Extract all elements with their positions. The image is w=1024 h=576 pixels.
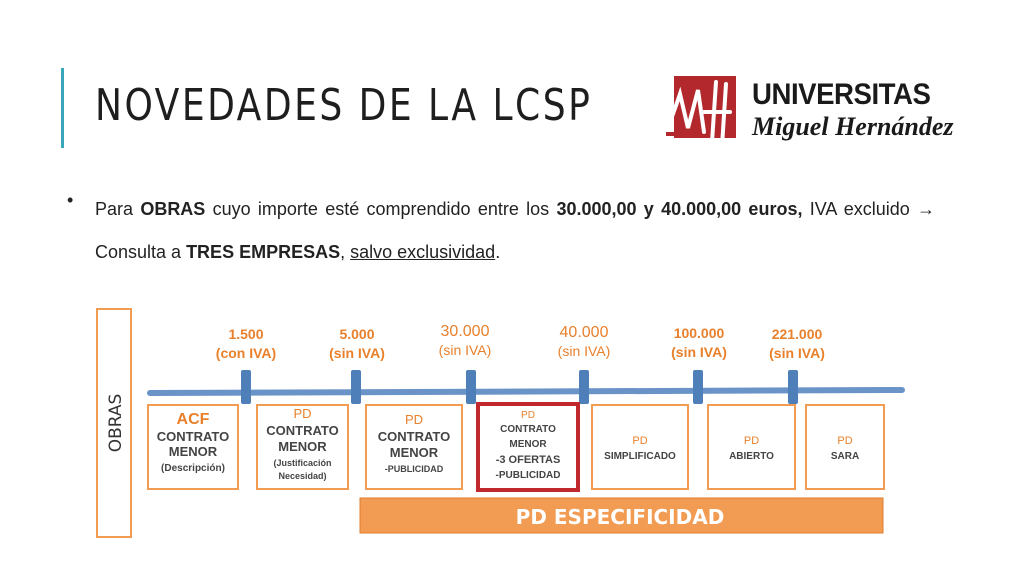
threshold-amount: 40.000 <box>560 324 609 341</box>
threshold-tick <box>693 370 703 404</box>
logo-line-universitas: UNIVERSITAS <box>752 78 931 111</box>
threshold-note: (con IVA) <box>216 345 276 361</box>
procedure-box-line: CONTRATO <box>378 429 450 444</box>
timeline-axis <box>147 387 905 396</box>
arrow-right-icon: → <box>917 199 936 219</box>
procedure-box <box>256 404 349 490</box>
procedure-box <box>365 404 463 490</box>
procedure-box-line: SIMPLIFICADO <box>604 451 676 462</box>
procedure-box-line: PD <box>293 406 311 421</box>
procedure-box-line: MENOR <box>278 439 327 454</box>
title-accent-bar <box>61 68 64 148</box>
especificidad-banner-label: PD ESPECIFICIDAD <box>516 505 725 529</box>
threshold-amount: 1.500 <box>228 326 263 342</box>
procedure-box-line: PD <box>837 435 852 447</box>
obras-side-box <box>96 308 132 538</box>
emphasis-exclusividad: salvo exclusividad <box>350 242 496 262</box>
procedure-box-line: (Descripción) <box>161 463 225 474</box>
procedure-box <box>707 404 796 490</box>
threshold-tick <box>579 370 589 404</box>
threshold-note: (sin IVA) <box>329 345 385 361</box>
procedure-box-line: (Justificación <box>273 458 331 468</box>
procedure-box-line: SARA <box>831 451 859 462</box>
threshold-note: (sin IVA) <box>439 342 492 358</box>
procedure-box-line: MENOR <box>390 445 439 460</box>
procedure-box-line: ACF <box>177 411 210 428</box>
procedure-box-line: -PUBLICIDAD <box>385 464 444 474</box>
umh-logo-mark-icon <box>664 76 736 148</box>
threshold-note: (sin IVA) <box>671 344 727 360</box>
procedure-box-line: PD <box>744 435 759 447</box>
university-logo: UNIVERSITAS Miguel Hernández <box>664 76 954 148</box>
threshold-tick <box>466 370 476 404</box>
procedure-box-line: MENOR <box>169 444 218 459</box>
threshold-note: (sin IVA) <box>558 343 611 359</box>
bullet-icon: • <box>67 190 74 210</box>
threshold-note: (sin IVA) <box>769 345 825 361</box>
procedure-box-line: MENOR <box>509 439 547 450</box>
procedure-box-line: CONTRATO <box>266 423 338 438</box>
especificidad-banner <box>359 497 884 534</box>
emphasis-range: 30.000,00 y 40.000,00 euros, <box>556 199 803 219</box>
emphasis-obras: OBRAS <box>140 199 206 219</box>
procedure-box <box>591 404 689 490</box>
procedure-box-line: PD <box>405 412 423 427</box>
threshold-amount: 221.000 <box>772 326 823 342</box>
threshold-tick <box>788 370 798 404</box>
procedure-box-line: CONTRATO <box>157 429 229 444</box>
obras-side-label: OBRAS <box>106 394 126 453</box>
threshold-amount: 5.000 <box>339 326 374 342</box>
procedure-box-line: -3 OFERTAS <box>496 454 561 466</box>
procedure-box-line: PD <box>632 435 647 447</box>
procedure-box-line: ABIERTO <box>729 451 774 462</box>
procedure-box <box>147 404 239 490</box>
procedure-box-highlighted <box>476 402 580 492</box>
threshold-amount: 30.000 <box>441 323 490 340</box>
procedure-box-line: CONTRATO <box>500 424 556 435</box>
logo-line-miguel-hernandez: Miguel Hernández <box>752 112 954 141</box>
page-title: NOVEDADES DE LA LCSP <box>95 80 593 131</box>
procedure-box-line: -PUBLICIDAD <box>496 470 561 481</box>
procedure-box <box>805 404 885 490</box>
threshold-tick <box>351 370 361 404</box>
threshold-tick <box>241 370 251 404</box>
bullet-text: Para OBRAS cuyo importe esté comprendido… <box>95 199 936 262</box>
procedure-box-line: Necesidad) <box>278 471 326 481</box>
threshold-amount: 100.000 <box>674 325 725 341</box>
procedure-box-line: PD <box>521 410 535 421</box>
emphasis-tres-empresas: TRES EMPRESAS <box>186 242 341 262</box>
